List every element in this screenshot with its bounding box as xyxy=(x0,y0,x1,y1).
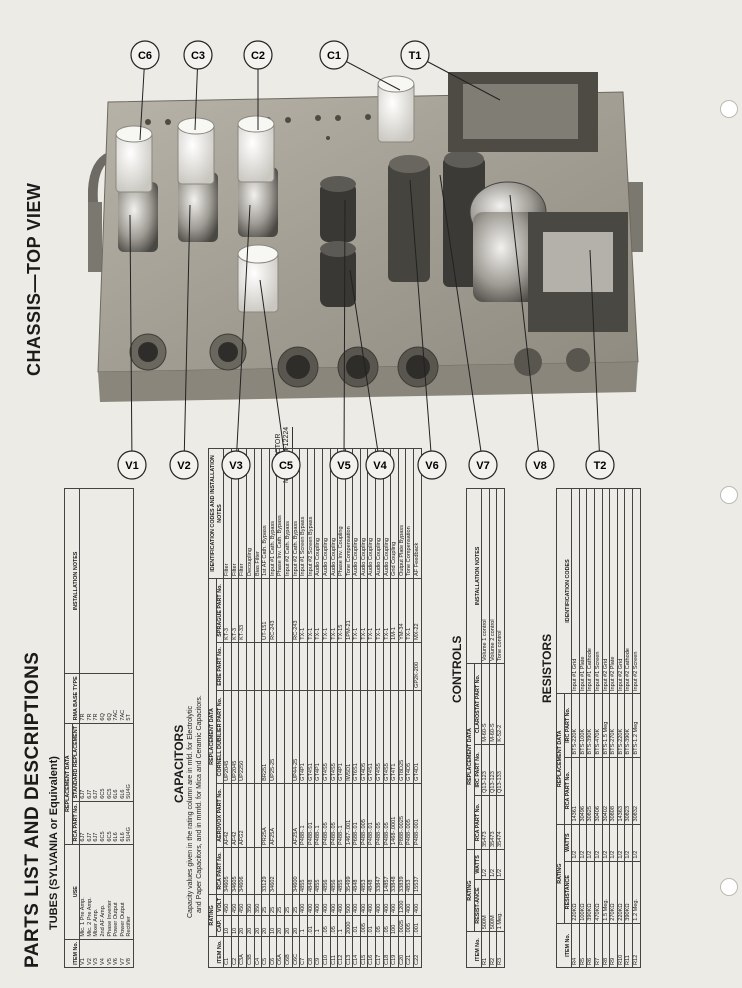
callout-leader xyxy=(129,214,133,466)
svg-text:V6: V6 xyxy=(425,460,438,472)
callout-label: V6 xyxy=(417,450,447,480)
punch-hole xyxy=(720,100,738,118)
chassis-photo xyxy=(88,72,643,402)
callout-leader xyxy=(235,204,251,466)
callout-leader xyxy=(183,204,191,466)
callout-leader xyxy=(509,194,541,466)
callout-label: C2 xyxy=(243,40,273,70)
svg-text:V2: V2 xyxy=(177,460,190,472)
callout-label: C1 xyxy=(319,40,349,70)
punch-hole xyxy=(720,486,738,504)
punch-hole xyxy=(720,878,738,896)
callout-label: V4 xyxy=(365,450,395,480)
svg-text:V1: V1 xyxy=(125,460,138,472)
callout-leader xyxy=(259,279,287,466)
svg-text:V7: V7 xyxy=(476,460,489,472)
svg-text:V3: V3 xyxy=(229,460,242,472)
callout-leader xyxy=(349,269,381,466)
svg-text:V5: V5 xyxy=(337,460,350,472)
callout-leader xyxy=(589,249,601,466)
callout-label: T2 xyxy=(585,450,615,480)
svg-text:T1: T1 xyxy=(409,50,422,62)
svg-text:T2: T2 xyxy=(594,460,607,472)
callout-label: C3 xyxy=(183,40,213,70)
callout-label: C6 xyxy=(130,40,160,70)
callout-label: V5 xyxy=(329,450,359,480)
callout-label: C5 xyxy=(271,450,301,480)
callout-label: V1 xyxy=(117,450,147,480)
svg-text:C1: C1 xyxy=(327,50,341,62)
callout-label: V3 xyxy=(221,450,251,480)
callout-leader xyxy=(439,174,484,466)
callout-label: T1 xyxy=(400,40,430,70)
svg-text:V4: V4 xyxy=(373,460,387,472)
svg-text:C5: C5 xyxy=(279,460,293,472)
callout-label: V7 xyxy=(468,450,498,480)
callout-label: V2 xyxy=(169,450,199,480)
callout-label: V8 xyxy=(525,450,555,480)
svg-text:C3: C3 xyxy=(191,50,205,62)
callout-leader xyxy=(343,199,346,466)
callout-leader xyxy=(409,179,433,466)
svg-text:C2: C2 xyxy=(251,50,265,62)
svg-text:C6: C6 xyxy=(138,50,152,62)
svg-text:V8: V8 xyxy=(533,460,546,472)
callout-leader xyxy=(414,54,501,101)
